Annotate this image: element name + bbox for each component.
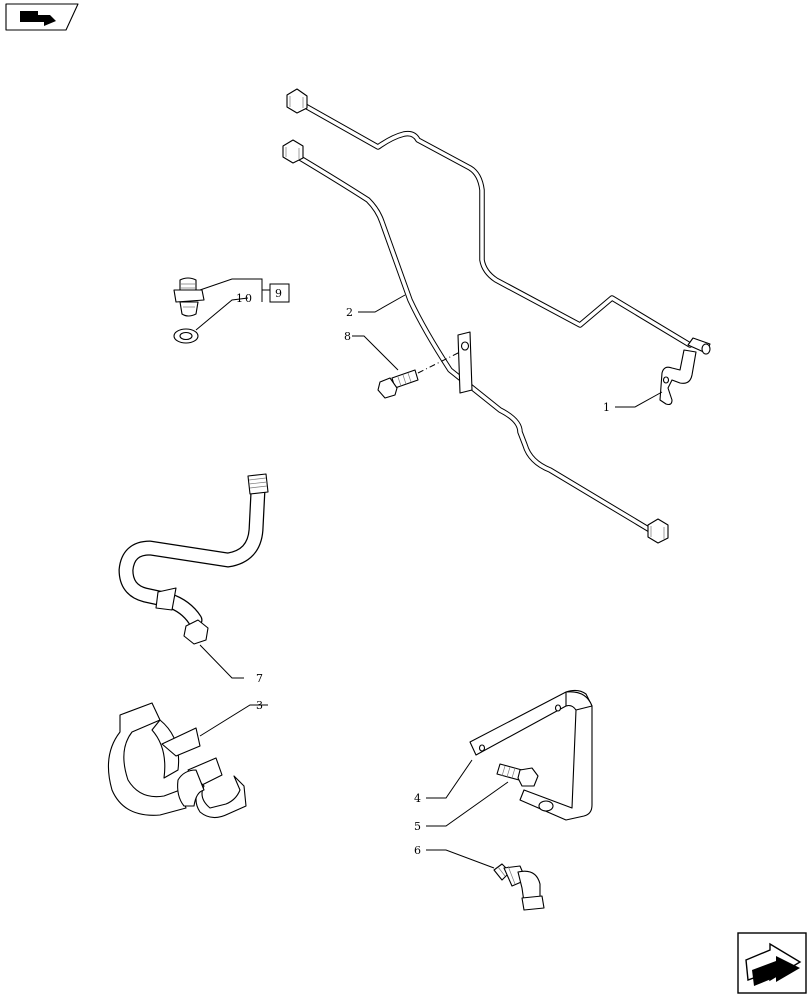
callout-9: 9 <box>275 287 282 300</box>
upper-rigid-pipe <box>286 88 693 348</box>
callout-8: 8 <box>344 330 351 343</box>
callout-10: 10 <box>236 292 254 305</box>
part-8-bolt <box>377 351 461 399</box>
callout-2: 2 <box>346 306 353 319</box>
lower-rigid-pipe <box>282 139 669 544</box>
leader-lines <box>195 294 663 869</box>
part-4-bracket <box>469 689 593 821</box>
callout-1: 1 <box>603 401 610 414</box>
part-7-hose <box>118 473 269 645</box>
callout-4: 4 <box>414 792 421 805</box>
pipe-clamp-strip <box>457 331 473 394</box>
part-6-elbow <box>493 863 545 911</box>
callout-5: 5 <box>414 820 421 833</box>
part-1-bracket <box>659 337 711 406</box>
callout-9-box <box>269 283 290 303</box>
part-5-bolt <box>496 763 539 787</box>
part-10-washer <box>173 328 199 344</box>
callout-6: 6 <box>414 844 421 857</box>
callout-7: 7 <box>256 672 263 685</box>
part-9-fitting <box>173 277 205 317</box>
part-3-clamp <box>107 702 247 819</box>
callout-labels: 1 2 3 4 5 6 7 8 9 10 <box>236 287 610 857</box>
callout-3: 3 <box>256 699 263 712</box>
kit-folder-icon[interactable] <box>5 3 79 31</box>
next-page-arrow-icon[interactable] <box>737 932 807 994</box>
